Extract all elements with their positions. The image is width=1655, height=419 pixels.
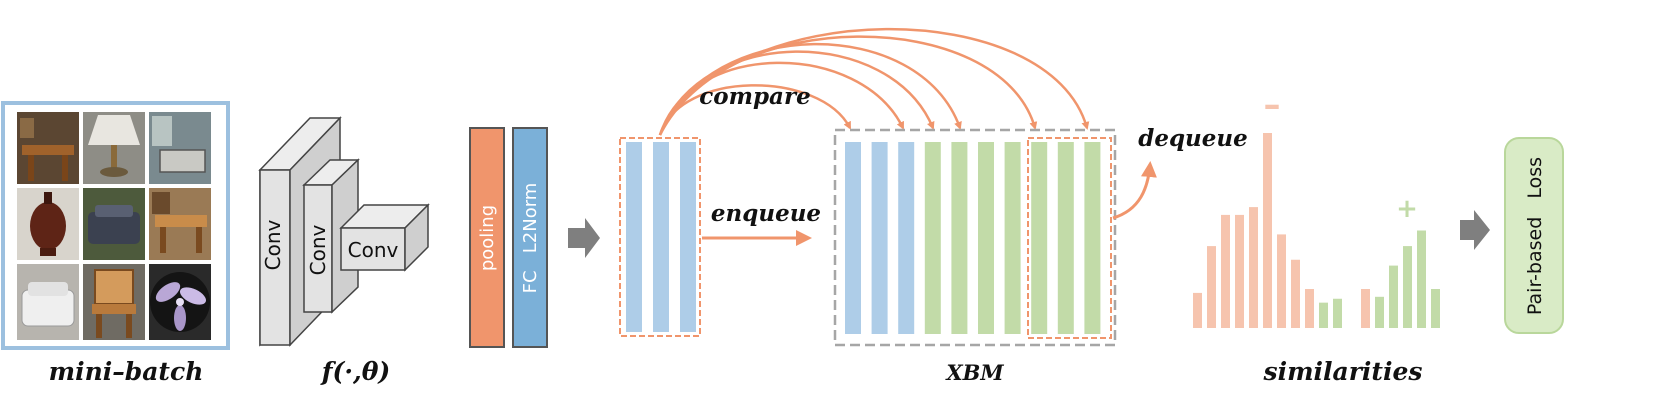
xbm-frame <box>833 128 1117 347</box>
memory-embedding-column <box>1031 142 1048 334</box>
memory-embedding-column <box>845 142 861 334</box>
similarity-bar <box>1389 265 1398 328</box>
similarity-bar <box>1221 214 1230 328</box>
similarity-bar <box>1361 289 1370 328</box>
thumbnail-6 <box>149 188 211 260</box>
conv-label-2: Conv <box>306 224 330 275</box>
feature-fn-label: f(·,θ) <box>320 357 391 386</box>
dequeue-label: dequeue <box>1138 125 1248 152</box>
similarity-bar <box>1249 207 1258 328</box>
similarity-chart: – + <box>1193 85 1440 328</box>
memory-embedding-column <box>871 142 888 334</box>
similarity-bar <box>1263 133 1272 328</box>
batch-embeddings-frame <box>619 137 701 337</box>
batch-embeddings <box>619 137 701 337</box>
pooling-block: pooling <box>469 127 505 348</box>
similarity-bar <box>1417 230 1426 328</box>
memory-embedding-column <box>898 142 915 334</box>
memory-embedding-column <box>951 142 968 334</box>
conv-block-3: Conv <box>339 203 430 272</box>
similarity-bar <box>1193 292 1202 328</box>
fc-l2norm-block: FC L2Norm <box>512 127 548 348</box>
thumbnail-3 <box>149 112 211 184</box>
loss-label: Pair-based Loss <box>1524 157 1546 315</box>
conv-label-1: Conv <box>261 219 285 270</box>
similarity-bar <box>1333 298 1342 328</box>
memory-embedding-column <box>978 142 994 334</box>
compare-arrows <box>658 27 1090 136</box>
similarity-bar <box>1431 289 1440 328</box>
fc-l2norm-label: FC L2Norm <box>520 183 541 294</box>
flow-arrow-2 <box>1460 210 1490 250</box>
memory-embedding-column <box>1057 142 1074 334</box>
similarity-bar <box>1375 296 1384 328</box>
batch-embedding-column <box>626 142 642 332</box>
similarity-bar <box>1291 259 1300 328</box>
conv-label-3: Conv <box>348 238 399 262</box>
similarity-bar <box>1319 302 1328 328</box>
xbm-memory <box>833 128 1117 347</box>
enqueue-label: enqueue <box>711 200 821 227</box>
dequeue-arrow <box>1112 161 1157 220</box>
thumbnail-4 <box>17 188 79 260</box>
similarity-bar <box>1403 246 1412 328</box>
similarity-bar <box>1207 246 1216 328</box>
dequeue-region-frame <box>1027 137 1112 339</box>
thumbnail-8 <box>83 264 145 340</box>
similarity-bar <box>1235 214 1244 328</box>
similarities-label: similarities <box>1263 357 1423 386</box>
compare-label: compare <box>699 83 810 110</box>
pooling-label: pooling <box>477 205 498 271</box>
batch-embedding-column <box>653 142 669 332</box>
thumbnail-7 <box>17 264 79 340</box>
thumbnail-9 <box>149 264 211 340</box>
memory-embedding-column <box>924 142 941 334</box>
similarity-bar <box>1277 234 1286 328</box>
negative-sign: – <box>1264 85 1281 125</box>
thumbnail-1 <box>17 112 79 184</box>
positive-sign: + <box>1396 194 1418 224</box>
memory-embedding-column <box>1084 142 1101 334</box>
memory-embedding-column <box>1004 142 1021 334</box>
thumbnail-2 <box>83 112 145 184</box>
mini-batch-label: mini–batch <box>49 357 204 386</box>
compare-arc-6 <box>658 27 1090 136</box>
thumbnail-5 <box>83 188 145 260</box>
xbm-label: XBM <box>944 360 1004 385</box>
flow-arrow-1 <box>568 218 600 258</box>
loss-box: Pair-based Loss <box>1504 137 1564 334</box>
batch-embedding-column <box>680 142 696 332</box>
similarity-bar <box>1305 289 1314 328</box>
compare-arc-4 <box>658 42 962 136</box>
mini-batch-grid <box>1 101 230 350</box>
